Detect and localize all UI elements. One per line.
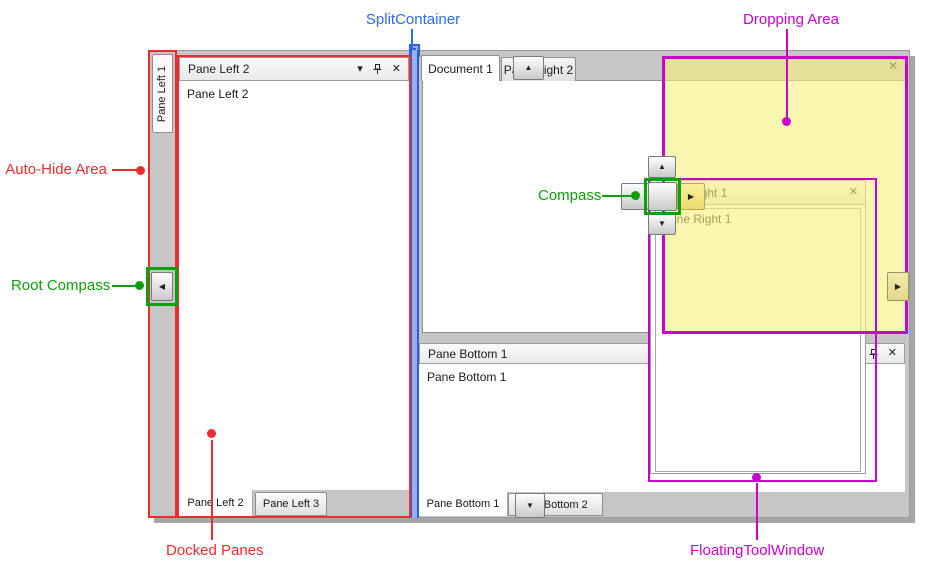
pin-icon[interactable] [868,348,879,360]
left-pane-tab-1[interactable]: Pane Left 2 [179,490,253,516]
root-compass-right-button[interactable]: ▶ [887,272,909,301]
arrow-up-icon: ▲ [524,63,533,72]
annotation-docked-panes: Docked Panes [166,542,264,559]
tab-label: Pane Left 3 [262,498,320,510]
split-container-splitter[interactable] [410,50,419,518]
bottom-pane-content-text: Pane Bottom 1 [427,370,507,384]
left-pane-title: Pane Left 2 [188,62,250,76]
annotation-root-compass: Root Compass [11,277,111,294]
arrow-down-icon: ▼ [658,219,666,228]
left-pane-content: Pane Left 2 [179,81,409,490]
annotation-line [112,169,138,171]
compass-right-button[interactable]: ▶ [677,183,705,210]
window-shadow-right [910,56,915,522]
annotation-auto-hide-area: Auto-Hide Area [5,161,107,178]
compass-center-button[interactable] [648,182,677,211]
window-shadow-bottom [154,518,915,523]
tab-label: Pane Bottom 1 [426,498,500,510]
close-icon[interactable]: ✕ [391,62,401,75]
annotation-dot [135,281,144,290]
root-compass-left-button[interactable]: ◀ [151,272,173,301]
root-compass-top-button[interactable]: ▲ [513,56,544,80]
root-compass-bottom-button[interactable]: ▼ [515,493,545,518]
annotation-split-container: SplitContainer [365,11,461,28]
autohide-tab-label: Pane Left 1 [156,65,169,122]
annotation-dot [631,191,640,200]
arrow-right-icon: ▶ [687,191,695,201]
arrow-left-icon: ◀ [158,281,166,291]
compass-down-button[interactable]: ▼ [648,213,676,235]
annotation-dropping-area: Dropping Area [743,11,839,28]
close-icon[interactable]: ✕ [887,347,897,359]
compass-up-button[interactable]: ▲ [648,156,676,178]
annotation-floating-tool-window: FloatingToolWindow [690,542,825,559]
annotation-line [602,195,632,197]
pin-icon[interactable] [372,63,383,75]
left-pane-titlebar[interactable]: Pane Left 2 ▾ ✕ [179,57,409,81]
autohide-tab-pane-left-1[interactable]: Pane Left 1 [152,54,173,133]
annotation-dot [136,166,145,175]
bottom-pane-title: Pane Bottom 1 [428,346,508,361]
annotation-line [756,483,758,540]
annotation-dot [752,473,761,482]
annotation-line [786,29,788,118]
bottom-pane-tab-1[interactable]: Pane Bottom 1 [419,492,508,516]
left-pane-tab-2[interactable]: Pane Left 3 [255,492,327,516]
tab-label: Pane Left 2 [187,497,244,509]
arrow-up-icon: ▲ [658,162,666,171]
annotation-line [112,285,138,287]
tab-label: Document 1 [428,61,493,76]
arrow-down-icon: ▼ [526,500,534,510]
annotation-line [411,29,413,50]
document-tab-1[interactable]: Document 1 [421,55,500,81]
arrow-right-icon: ▶ [894,281,902,291]
left-pane-content-text: Pane Left 2 [187,87,249,101]
dropdown-icon[interactable]: ▾ [357,62,363,75]
annotation-line [211,440,213,540]
annotation-compass: Compass [538,187,602,204]
annotation-dot [782,117,791,126]
annotation-dot [207,429,216,438]
